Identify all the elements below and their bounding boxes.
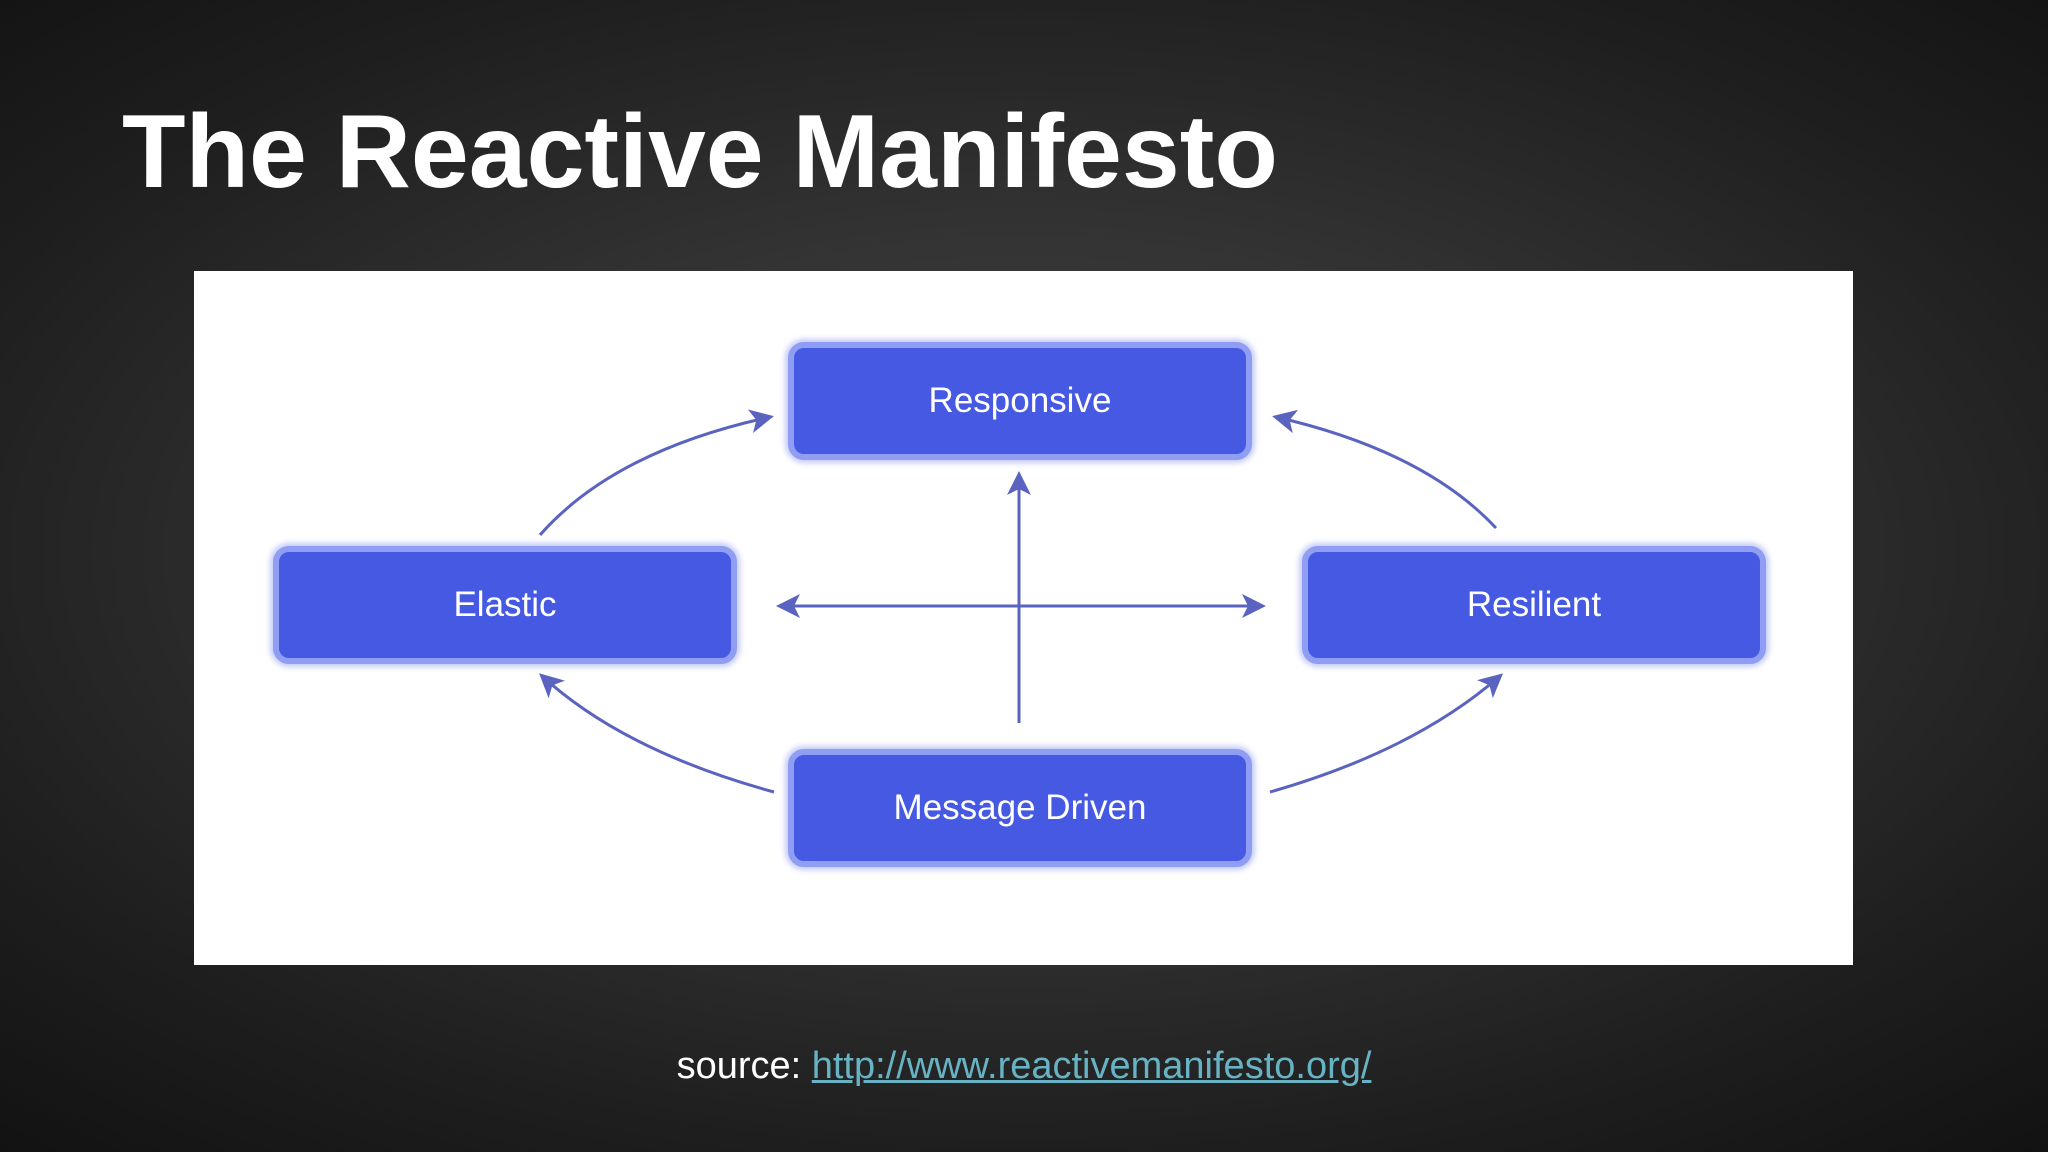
node-resilient-label: Resilient bbox=[1466, 585, 1602, 624]
diagram-panel: Responsive Elastic Resilient Message Dri… bbox=[194, 271, 1853, 965]
node-message-driven: Message Driven bbox=[788, 749, 1252, 867]
arrow-elastic-to-responsive bbox=[538, 409, 774, 536]
node-message-driven-label: Message Driven bbox=[893, 788, 1147, 827]
node-responsive: Responsive bbox=[788, 342, 1252, 460]
source-citation: source: http://www.reactivemanifesto.org… bbox=[0, 1045, 2048, 1088]
slide-title: The Reactive Manifesto bbox=[122, 94, 1278, 210]
arrow-resilient-to-responsive bbox=[1272, 409, 1498, 530]
node-responsive-label: Responsive bbox=[928, 381, 1112, 420]
node-elastic: Elastic bbox=[273, 546, 737, 664]
node-elastic-label: Elastic bbox=[453, 585, 557, 624]
source-link[interactable]: http://www.reactivemanifesto.org/ bbox=[811, 1045, 1372, 1087]
source-label: source: bbox=[676, 1045, 812, 1087]
diagram-arrows bbox=[538, 409, 1504, 794]
arrow-message-to-resilient bbox=[1269, 673, 1504, 794]
arrow-message-to-elastic bbox=[539, 673, 775, 794]
node-resilient: Resilient bbox=[1302, 546, 1766, 664]
